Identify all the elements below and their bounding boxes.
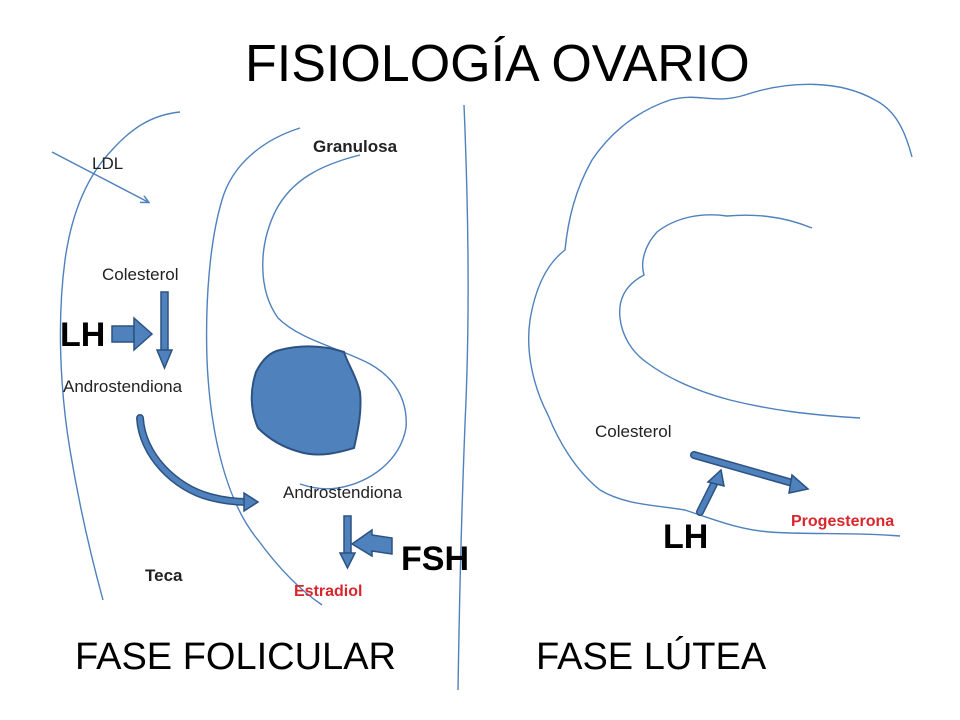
colesterol-to-androstendiona-arrow xyxy=(155,291,174,370)
corpus-luteum-inner-line xyxy=(618,214,861,419)
fsh-label: FSH xyxy=(401,540,469,578)
colesterol-left-label: Colesterol xyxy=(102,265,179,284)
teca-label: Teca xyxy=(145,566,183,585)
lh-left-arrow xyxy=(111,316,154,352)
page-title: FISIOLOGÍA OVARIO xyxy=(245,35,750,93)
androstendiona-to-estradiol-arrow xyxy=(338,515,357,570)
phase-follicular-label: FASE FOLICULAR xyxy=(75,636,396,678)
progesterona-label: Progesterona xyxy=(791,513,895,530)
ldl-arrow xyxy=(51,151,148,202)
colesterol-right-label: Colesterol xyxy=(595,422,672,441)
fsh-arrow xyxy=(350,528,393,558)
ldl-label: LDL xyxy=(92,154,124,173)
oocyte-shape xyxy=(250,345,362,456)
androstendiona-center-label: Androstendiona xyxy=(283,483,403,502)
phase-luteal-label: FASE LÚTEA xyxy=(536,636,767,678)
corpus-luteum-outer-line xyxy=(528,83,913,537)
colesterol-to-progesterona-arrow xyxy=(690,451,810,494)
granulosa-boundary-line xyxy=(205,127,323,606)
lh-right-label: LH xyxy=(663,518,709,556)
phase-divider-line xyxy=(457,104,469,691)
androstendiona-transfer-arrow xyxy=(136,414,260,513)
estradiol-label: Estradiol xyxy=(294,583,363,600)
theca-outer-line xyxy=(59,111,181,601)
lh-right-arrow xyxy=(696,468,725,516)
androstendiona-left-label: Androstendiona xyxy=(63,377,183,396)
antrum-wall-line xyxy=(262,154,407,490)
lh-left-label: LH xyxy=(60,316,106,354)
granulosa-label: Granulosa xyxy=(313,137,398,156)
